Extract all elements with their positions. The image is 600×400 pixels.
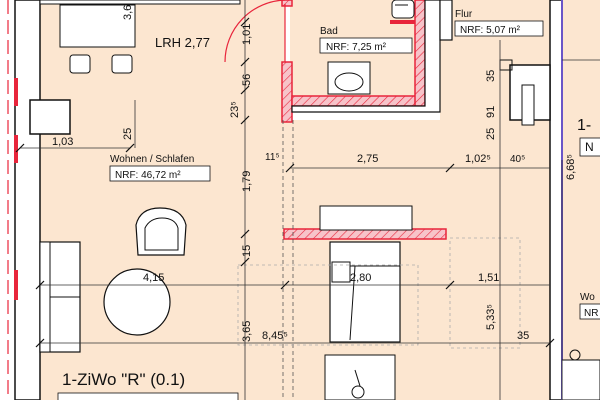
bath-wall-left bbox=[281, 61, 293, 123]
dim-8-45-5: 8,45⁵ bbox=[262, 330, 288, 342]
bed-pillow bbox=[331, 261, 351, 283]
right-unit-nr-label: NR bbox=[584, 308, 598, 319]
wall-pier-left bbox=[29, 99, 71, 135]
dim-56: 56 bbox=[241, 74, 253, 86]
wohnen-area-label: NRF: 46,72 m² bbox=[115, 170, 181, 181]
bath-outer-wall bbox=[291, 0, 441, 113]
dim-25-right: 25 bbox=[485, 128, 497, 140]
dim-15: 15 bbox=[241, 245, 253, 257]
window-left-2 bbox=[14, 135, 18, 163]
right-column bbox=[521, 84, 535, 126]
dimension-lines bbox=[20, 0, 600, 400]
window-left-3 bbox=[14, 270, 18, 300]
accessibility-icon bbox=[351, 385, 365, 399]
toilet-icon bbox=[391, 0, 415, 19]
bath-area-label: NRF: 7,25 m² bbox=[326, 42, 387, 53]
dim-4-15: 4,15 bbox=[143, 272, 164, 284]
flur-wall bbox=[439, 0, 453, 41]
bath-wall-right bbox=[414, 0, 426, 107]
dim-1-03: 1,03 bbox=[52, 136, 73, 148]
wohnen-area-box bbox=[109, 165, 211, 182]
bed-blanket bbox=[349, 265, 400, 341]
right-unit-bottom-strip bbox=[561, 359, 600, 400]
exterior-wall-left bbox=[14, 0, 41, 400]
dim-6-68-5: 6,68⁵ bbox=[565, 154, 577, 180]
dim-1-02-5: 1,02⁵ bbox=[465, 153, 491, 165]
dim-11-5: 11⁵ bbox=[265, 152, 280, 163]
right-unit-title: 1- bbox=[577, 117, 591, 134]
right-unit-box-label: N bbox=[585, 140, 594, 154]
flur-area-label: NRF: 5,07 m² bbox=[460, 25, 521, 36]
dim-35-bottom: 35 bbox=[517, 330, 529, 342]
dim-1-51: 1,51 bbox=[478, 272, 499, 284]
dim-2-75: 2,75 bbox=[357, 153, 378, 165]
bath-name-label: Bad bbox=[320, 26, 338, 37]
wohnen-name-label: Wohnen / Schlafen bbox=[110, 154, 194, 165]
dim-23-5: 23⁵ bbox=[229, 101, 241, 118]
door-swing bbox=[224, 0, 286, 63]
dim-40-5: 40⁵ bbox=[510, 154, 525, 165]
dim-1-79: 1,79 bbox=[241, 171, 253, 192]
accessibility-icon-stem bbox=[354, 369, 361, 387]
hall-floor bbox=[285, 120, 550, 400]
right-unit-nr-box bbox=[579, 303, 600, 320]
dim-1-01: 1,01 bbox=[241, 24, 253, 45]
washbasin-icon bbox=[327, 61, 371, 95]
flur-area-box bbox=[454, 20, 544, 37]
armchair-icon bbox=[135, 207, 187, 256]
bed bbox=[329, 241, 401, 343]
party-wall-right bbox=[549, 0, 563, 400]
round-table bbox=[103, 268, 171, 336]
right-unit-fixture bbox=[569, 349, 581, 361]
chair-1 bbox=[69, 54, 91, 74]
right-unit-floor bbox=[560, 0, 600, 400]
dining-table bbox=[59, 4, 136, 48]
dim-3-6: 3,6 bbox=[122, 5, 134, 20]
bath-wall-inner bbox=[390, 20, 415, 24]
hidden-outline-1 bbox=[237, 264, 419, 346]
unit-title-underline-box bbox=[57, 392, 239, 400]
bottom-fixture bbox=[324, 354, 396, 400]
upper-left-wall bbox=[39, 0, 241, 5]
desk bbox=[319, 205, 413, 231]
dim-25-left: 25 bbox=[122, 128, 134, 140]
bath-wall-top-left bbox=[281, 0, 293, 7]
dimension-ticks bbox=[15, 17, 555, 348]
flur-name-label: Flur bbox=[455, 9, 473, 20]
right-unit-box bbox=[579, 137, 600, 157]
right-unit-wo-label: Wo bbox=[580, 292, 595, 303]
room-height-label: LRH 2,77 bbox=[155, 35, 210, 50]
unit-title: 1-ZiWo "R" (0.1) bbox=[62, 370, 185, 389]
basin-bowl bbox=[334, 72, 364, 92]
bath-wall-bottom bbox=[291, 95, 425, 107]
dim-35-top: 35 bbox=[485, 70, 497, 82]
sofa-back bbox=[39, 241, 51, 353]
chair-2 bbox=[111, 54, 133, 74]
window-left-1 bbox=[14, 78, 18, 106]
dim-5-33-5: 5,33⁵ bbox=[485, 304, 497, 330]
bath-area-box bbox=[319, 37, 413, 54]
dim-91: 91 bbox=[485, 106, 497, 118]
dim-2-80: 2,80 bbox=[350, 272, 371, 284]
armchair-seat bbox=[144, 217, 179, 251]
dim-3-65: 3,65 bbox=[241, 321, 253, 342]
